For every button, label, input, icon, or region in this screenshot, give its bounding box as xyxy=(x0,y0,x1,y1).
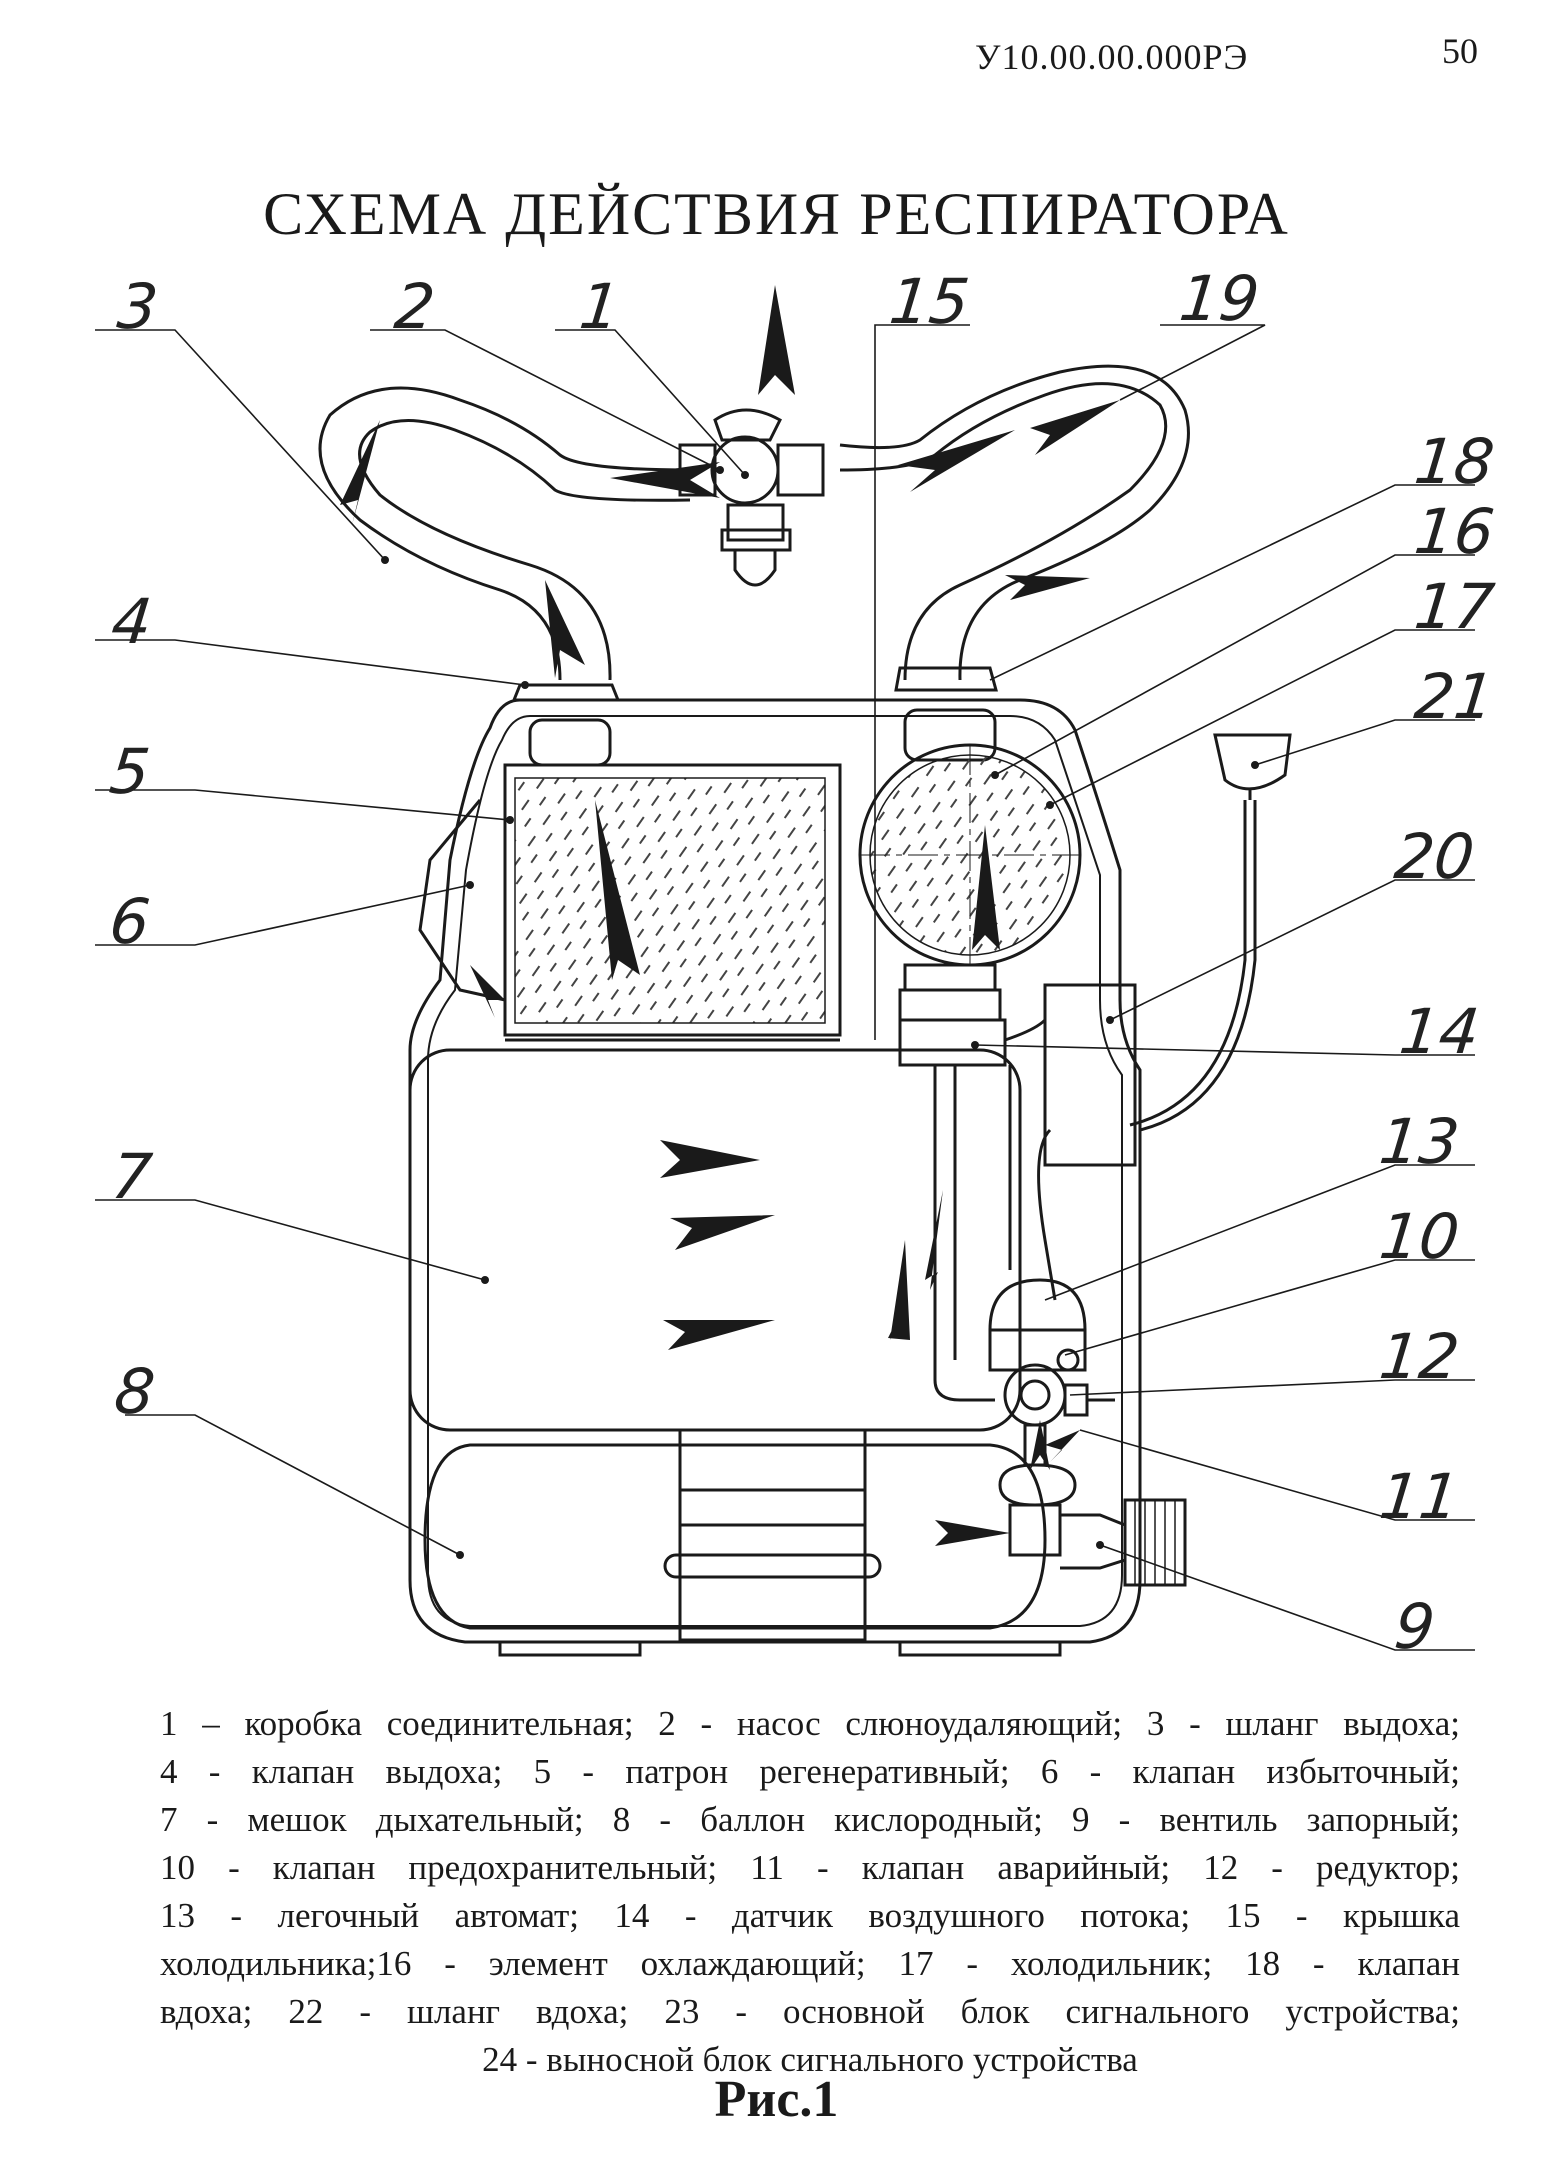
callout-10: 10 xyxy=(1376,1200,1463,1273)
oxygen-cylinder xyxy=(423,1443,1047,1630)
lung-demand-valve xyxy=(988,1278,1087,1332)
legend-line: 10 - клапан предохранительный; 11 - клап… xyxy=(160,1848,1460,1887)
document-code: У10.00.00.000РЭ xyxy=(975,37,1249,77)
respirator-body xyxy=(408,698,1142,1644)
callout-15: 15 xyxy=(886,265,973,338)
callout-16: 16 xyxy=(1411,495,1498,568)
shutoff-valve xyxy=(1008,1503,1062,1557)
inhalation-valve xyxy=(894,666,998,692)
callout-14: 14 xyxy=(1396,995,1483,1068)
legend-line: вдоха; 22 - шланг вдоха; 23 - основной б… xyxy=(160,1992,1460,2031)
legend-line: 13 - легочный автомат; 14 - датчик возду… xyxy=(160,1896,1460,1935)
leader-lines xyxy=(95,324,1475,1651)
legend-line: 4 - клапан выдоха; 5 - патрон регенерати… xyxy=(160,1752,1460,1791)
regenerative-cartridge xyxy=(503,763,842,1037)
breathing-bag xyxy=(408,1048,1022,1432)
callout-3: 3 xyxy=(114,270,162,343)
flow-arrows xyxy=(340,285,1120,1546)
callout-5: 5 xyxy=(106,735,154,808)
callout-7: 7 xyxy=(108,1140,156,1213)
exhalation-valve xyxy=(511,683,621,702)
callout-8: 8 xyxy=(111,1355,159,1428)
legend-line: 7 - мешок дыхательный; 8 - баллон кислор… xyxy=(160,1800,1460,1839)
callout-4: 4 xyxy=(108,585,156,658)
callout-6: 6 xyxy=(106,885,154,958)
callout-dots xyxy=(381,466,1259,1559)
callout-12: 12 xyxy=(1376,1320,1463,1393)
exhalation-hose xyxy=(318,386,691,681)
saliva-pump xyxy=(726,503,785,542)
signal-unit-main xyxy=(1043,983,1137,1167)
page-number: 50 xyxy=(1442,31,1478,71)
safety-valve xyxy=(1056,1348,1080,1372)
callout-17: 17 xyxy=(1411,570,1498,643)
callout-13: 13 xyxy=(1376,1105,1463,1178)
callout-20: 20 xyxy=(1391,820,1478,893)
figure-caption: Рис.1 xyxy=(714,2071,839,2128)
signal-unit-remote xyxy=(1213,733,1292,791)
callout-2: 2 xyxy=(391,270,439,343)
callout-9: 9 xyxy=(1391,1590,1439,1663)
callout-18: 18 xyxy=(1411,425,1498,498)
legend-line: 24 - выносной блок сигнального устройств… xyxy=(482,2040,1138,2079)
airflow-sensor xyxy=(898,1018,1007,1067)
legend-line: 1 – коробка соединительная; 2 - насос сл… xyxy=(160,1704,1460,1743)
legend: 1 – коробка соединительная; 2 - насос сл… xyxy=(160,1700,1460,2084)
inhalation-hose xyxy=(839,382,1168,681)
callout-1: 1 xyxy=(576,270,624,343)
diagram-title: СХЕМА ДЕЙСТВИЯ РЕСПИРАТОРА xyxy=(263,181,1290,247)
legend-line: холодильника;16 - элемент охлаждающий; 1… xyxy=(160,1944,1460,1983)
excess-valve xyxy=(418,799,506,1002)
callout-11: 11 xyxy=(1376,1460,1463,1533)
callout-21: 21 xyxy=(1411,660,1498,733)
callout-19: 19 xyxy=(1176,262,1263,335)
reducer xyxy=(1003,1363,1067,1427)
emergency-valve xyxy=(998,1463,1077,1507)
